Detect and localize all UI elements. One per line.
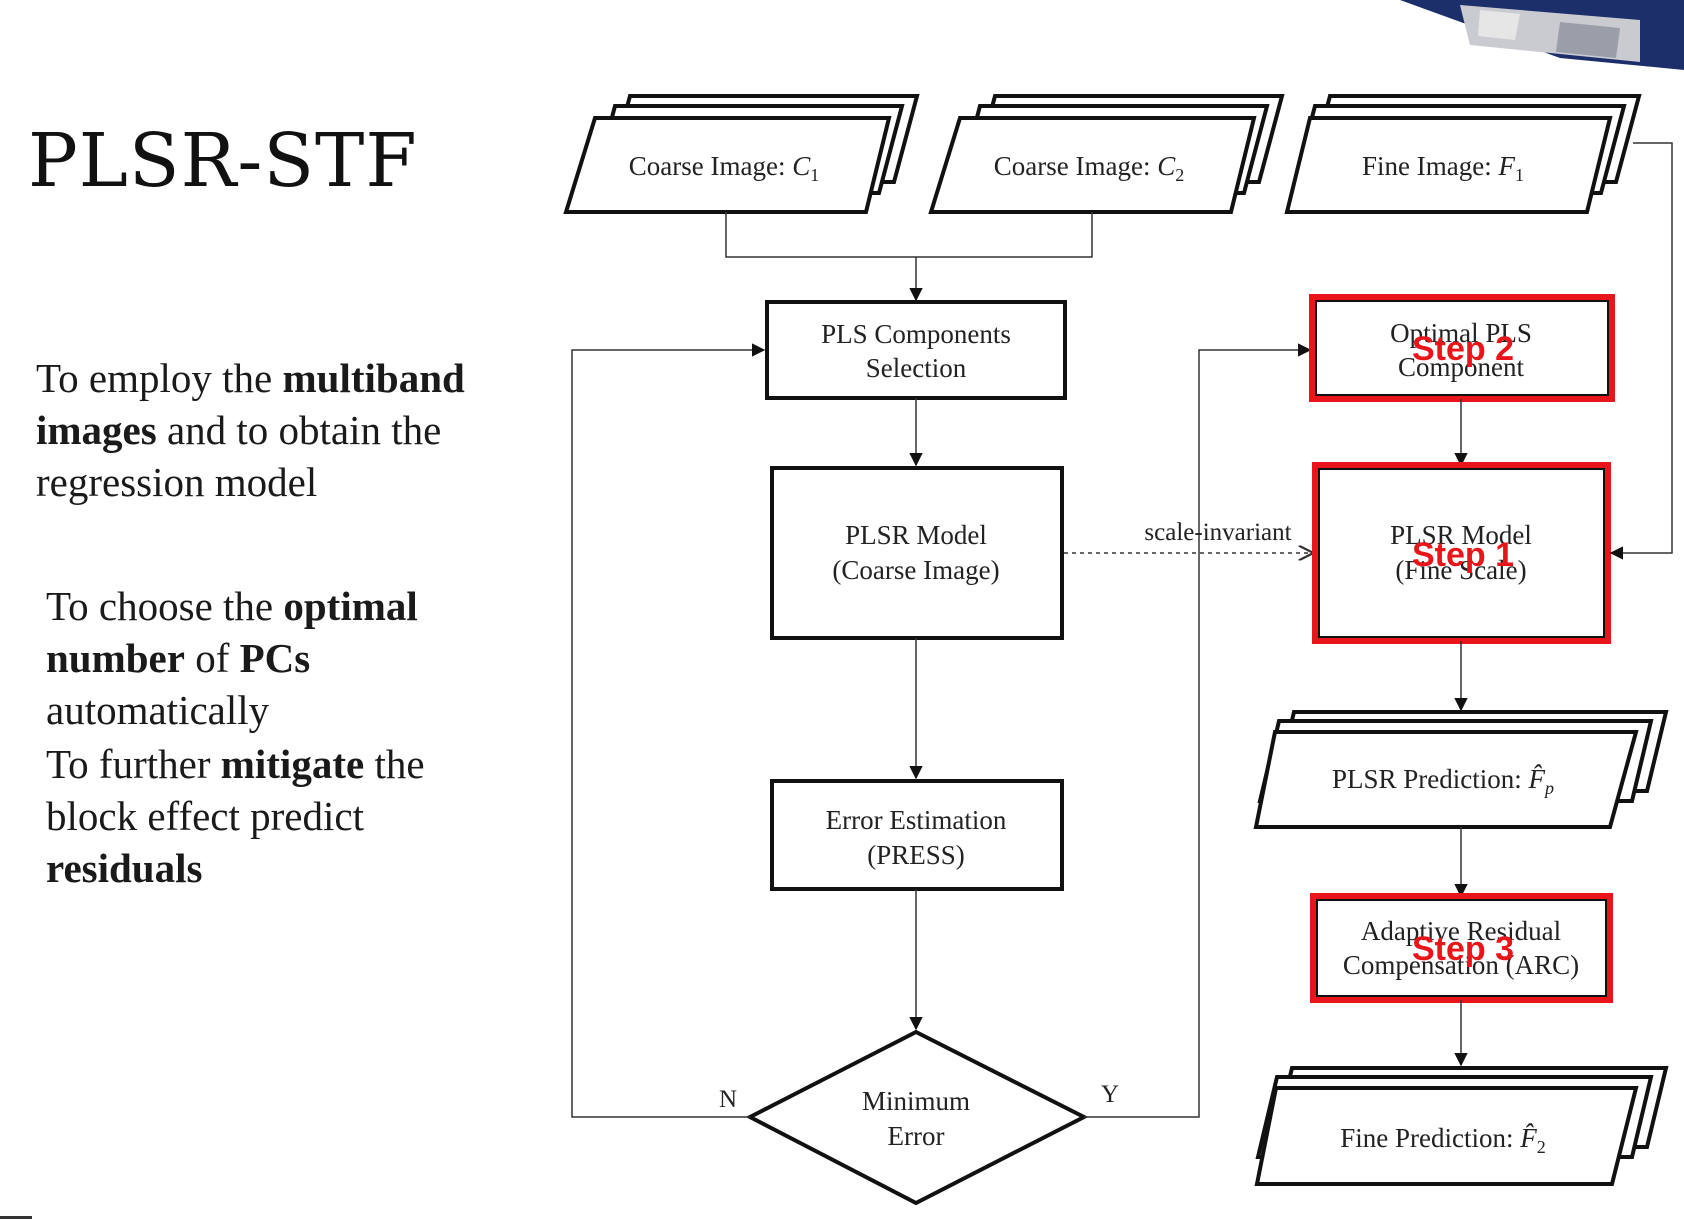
slide-edge-marker (0, 1216, 32, 1219)
bullet-line: To further mitigate the (46, 738, 425, 790)
edge-label-no: N (719, 1086, 737, 1113)
bullet-bold-text: residuals (46, 845, 203, 891)
plsr-prediction-stack: PLSR Prediction: F̂p (1253, 710, 1669, 829)
arc-line-2: Compensation (ARC) (1343, 950, 1579, 980)
bullet-line: automatically (46, 684, 418, 736)
bullet-bold-text: images (36, 407, 157, 453)
bullet-bold-text: number (46, 635, 185, 681)
bullet-bold-text: mitigate (220, 741, 365, 787)
coarse-image-1-label: Coarse Image: C1 (629, 151, 819, 185)
plsr-fine-line-2: (Fine Scale) (1395, 555, 1526, 585)
bullet-text: of (184, 635, 240, 681)
step-2-label: Step 2 (1412, 330, 1514, 368)
step-1-label: Step 1 (1412, 536, 1514, 574)
optimal-pls-component-box: Optimal PLS Component Step 2 (1309, 294, 1615, 402)
edge-yes-to-optimal (1084, 343, 1312, 1118)
bullet-line: residuals (46, 842, 425, 894)
input-fine-image-1: Fine Image: F1 (1284, 94, 1642, 214)
fine-prediction-stack: Fine Prediction: F̂2 (1254, 1066, 1669, 1186)
minimum-error-line-2: Error (888, 1121, 945, 1151)
bullet-text: block effect predict (46, 793, 364, 839)
bullet-bold-text: optimal (283, 583, 418, 629)
plsr-fine-line-1: PLSR Model (1390, 520, 1532, 550)
bullet-bold-text: multiband (282, 355, 465, 401)
optimal-pls-line-2: Component (1398, 352, 1524, 382)
logo-corner (1400, 0, 1684, 70)
bullet-text: To choose the (46, 583, 284, 629)
bullet-line: regression model (36, 456, 465, 508)
plsr-coarse-line-2: (Coarse Image) (832, 555, 999, 585)
bullet-text: regression model (36, 459, 318, 505)
step-3-label: Step 3 (1412, 930, 1514, 968)
bullet-text: To employ the (36, 355, 283, 401)
error-estimation-line-2: (PRESS) (867, 840, 965, 870)
slide-title: PLSR-STF (28, 118, 418, 204)
pls-selection-line-1: PLS Components (821, 319, 1011, 349)
connector-coarse-merge (725, 212, 1093, 302)
input-coarse-image-1: Coarse Image: C1 (563, 94, 920, 214)
plsr-coarse-line-1: PLSR Model (845, 520, 987, 550)
error-estimation-line-1: Error Estimation (826, 805, 1007, 835)
edge-label-yes: Y (1101, 1081, 1119, 1108)
plsr-model-fine-box: PLSR Model (Fine Scale) Step 1 (1312, 462, 1611, 644)
bullet-line: number of PCs (46, 632, 418, 684)
plsr-prediction-label: PLSR Prediction: F̂p (1332, 764, 1554, 798)
input-coarse-image-2: Coarse Image: C2 (928, 94, 1285, 214)
pls-selection-line-2: Selection (866, 353, 967, 383)
bullet-line: To choose the optimal (46, 580, 418, 632)
bullet-text: the (364, 741, 425, 787)
minimum-error-line-1: Minimum (862, 1086, 970, 1116)
pls-components-selection-box: PLS Components Selection (765, 300, 1067, 400)
optimal-pls-line-1: Optimal PLS (1390, 318, 1532, 348)
bullet-bold-text: PCs (239, 635, 311, 681)
edge-fine-image-to-fine-model (1609, 142, 1673, 560)
bullet-text: automatically (46, 687, 270, 733)
plsr-model-coarse-box: PLSR Model (Coarse Image) (770, 466, 1064, 640)
fine-prediction-label: Fine Prediction: F̂2 (1340, 1123, 1545, 1157)
loop-no-back-to-selection (571, 343, 766, 1118)
bullet-text: To further (46, 741, 221, 787)
coarse-image-2-label: Coarse Image: C2 (994, 151, 1184, 185)
edge-label-scale-invariant: scale-invariant (1144, 519, 1291, 546)
minimum-error-decision: Minimum Error (745, 1029, 1089, 1206)
arc-line-1: Adaptive Residual (1361, 916, 1561, 946)
error-estimation-box: Error Estimation (PRESS) (770, 779, 1064, 891)
bullet-line: block effect predict (46, 790, 425, 842)
bullet-line: images and to obtain the (36, 404, 465, 456)
bullet-line: To employ the multiband (36, 352, 465, 404)
arc-box: Adaptive Residual Compensation (ARC) Ste… (1310, 893, 1613, 1003)
fine-image-1-label: Fine Image: F1 (1362, 151, 1524, 185)
bullet-text: and to obtain the (156, 407, 442, 453)
